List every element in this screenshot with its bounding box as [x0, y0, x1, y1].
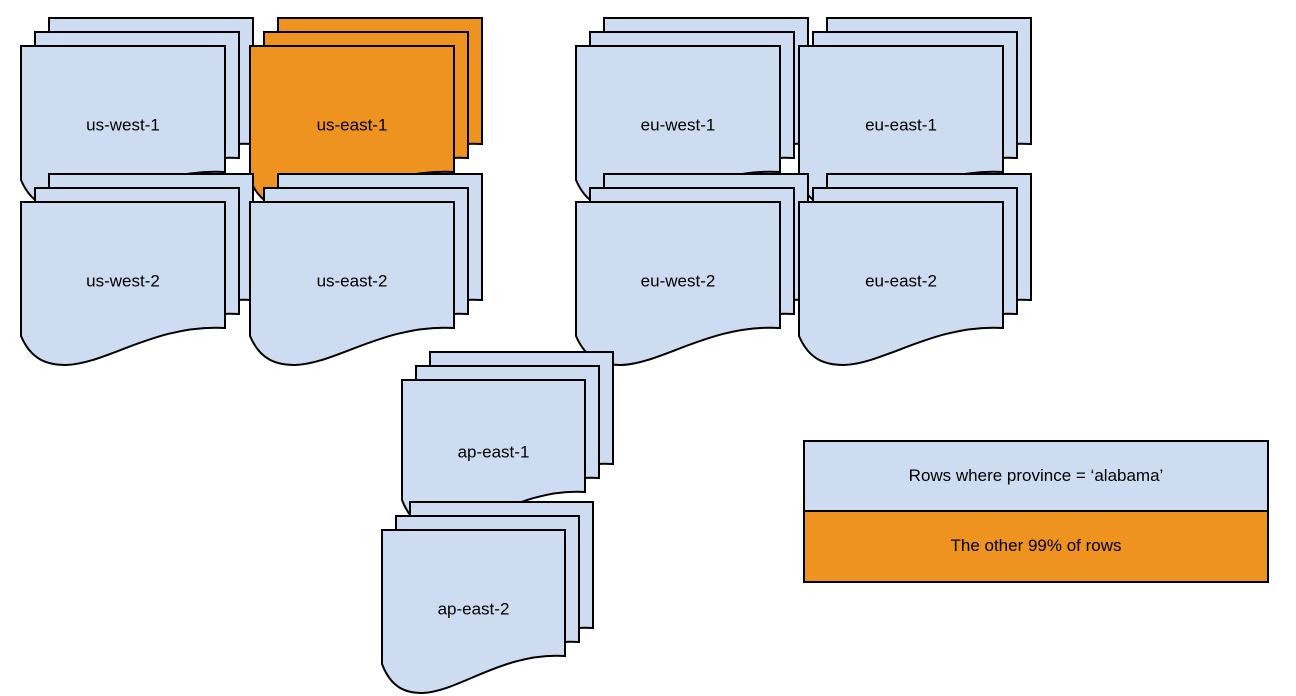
document-page-shape	[249, 201, 455, 367]
legend-label: Rows where province = ‘alabama’	[908, 465, 1164, 485]
document-sheet-3	[798, 201, 1004, 367]
document-stack-eu-west-1[interactable]: eu-west-1	[574, 16, 810, 212]
document-sheet-3	[249, 201, 455, 367]
document-stack-label: eu-west-2	[641, 271, 716, 290]
document-stack-label: eu-west-1	[641, 115, 716, 134]
document-stack-eu-east-1[interactable]: eu-east-1	[797, 16, 1033, 212]
document-stack-shape: eu-east-2	[798, 173, 1032, 367]
document-stack-eu-west-2[interactable]: eu-west-2	[574, 172, 810, 368]
document-stack-label: ap-east-1	[458, 442, 530, 461]
document-stack-shape: us-west-2	[20, 173, 254, 367]
document-stack-label: us-west-1	[86, 115, 160, 134]
document-stack-label: ap-east-2	[438, 599, 510, 618]
document-stack-shape: eu-east-1	[798, 17, 1032, 211]
legend: Rows where province = ‘alabama’ The other…	[803, 440, 1269, 583]
document-sheet-3	[20, 201, 226, 367]
legend-label: The other 99% of rows	[950, 536, 1122, 556]
document-stack-shape: us-east-1	[249, 17, 483, 211]
document-stack-ap-east-1[interactable]: ap-east-1	[400, 350, 615, 532]
legend-row-rows-alabama: Rows where province = ‘alabama’	[805, 442, 1267, 512]
diagram-canvas: us-west-1 us-east-1 eu-west-1 eu-east-1 us-w…	[19, 16, 1269, 695]
document-stack-us-east-2[interactable]: us-east-2	[248, 172, 484, 368]
document-stack-shape: us-east-2	[249, 173, 483, 367]
document-stack-label: eu-east-1	[865, 115, 937, 134]
document-stack-us-west-2[interactable]: us-west-2	[19, 172, 255, 368]
legend-row-rows-other: The other 99% of rows	[805, 511, 1267, 581]
document-stack-label: us-west-2	[86, 271, 160, 290]
document-stack-us-east-1[interactable]: us-east-1	[248, 16, 484, 212]
document-stack-label: us-east-2	[317, 271, 388, 290]
document-page-shape	[20, 201, 226, 367]
document-stack-label: eu-east-2	[865, 271, 937, 290]
document-stack-shape: eu-west-2	[575, 173, 809, 367]
document-stack-shape: ap-east-2	[381, 501, 594, 695]
document-stack-label: us-east-1	[317, 115, 388, 134]
document-page-shape	[798, 201, 1004, 367]
document-stack-us-west-1[interactable]: us-west-1	[19, 16, 255, 212]
document-stack-ap-east-2[interactable]: ap-east-2	[380, 500, 595, 696]
document-stack-shape: eu-west-1	[575, 17, 809, 211]
document-stack-shape: ap-east-1	[401, 351, 614, 531]
document-stack-shape: us-west-1	[20, 17, 254, 211]
document-stack-eu-east-2[interactable]: eu-east-2	[797, 172, 1033, 368]
